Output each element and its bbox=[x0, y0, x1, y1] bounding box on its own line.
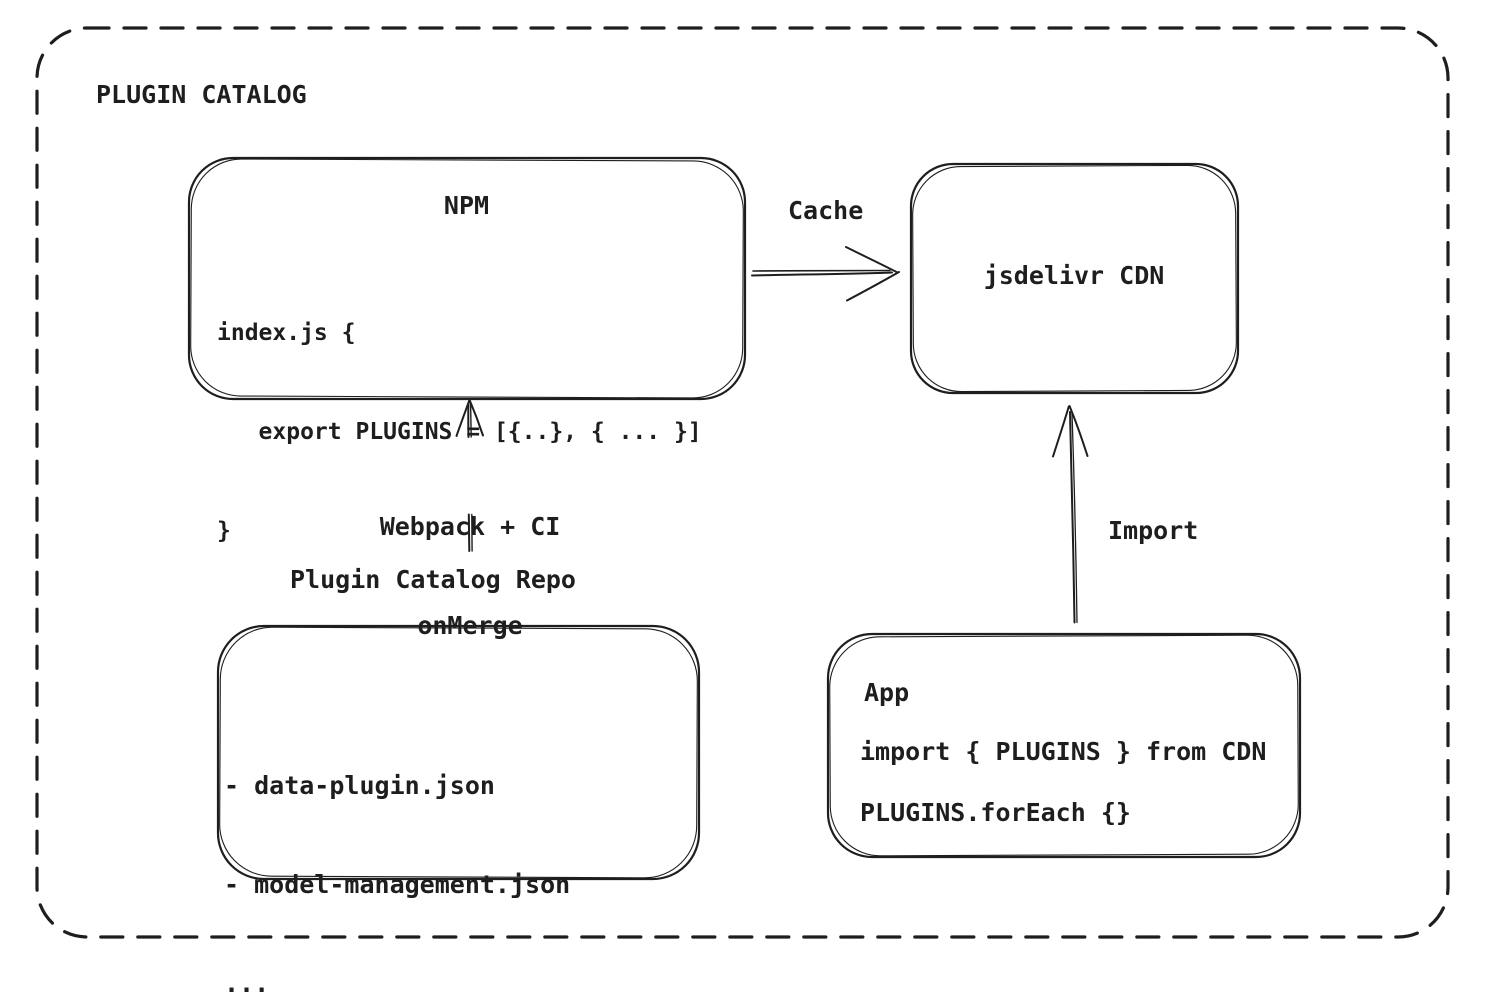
import-arrow-label: Import bbox=[1108, 516, 1199, 545]
npm-box-title: NPM bbox=[443, 191, 490, 220]
npm-box-outline bbox=[187, 156, 747, 401]
repo-box bbox=[216, 624, 701, 881]
repo-file-list: - data-plugin.json - model-management.js… bbox=[224, 703, 570, 1002]
npm-code-line: index.js { bbox=[217, 320, 356, 346]
app-box-overdraw bbox=[829, 634, 1299, 857]
diagram-title: PLUGIN CATALOG bbox=[96, 80, 307, 109]
repo-file-item: ... bbox=[224, 969, 270, 998]
build-arrow bbox=[455, 399, 484, 438]
app-box-title: App bbox=[864, 678, 910, 707]
repo-box-outline bbox=[216, 624, 701, 881]
npm-box bbox=[187, 156, 747, 401]
build-arrow-label: Webpack + CI onMerge bbox=[339, 444, 601, 708]
build-arrow-tail bbox=[467, 513, 473, 552]
build-arrow-label-line: onMerge bbox=[417, 611, 523, 640]
cdn-box-label: jsdelivr CDN bbox=[983, 261, 1165, 290]
repo-box-label: Plugin Catalog Repo bbox=[290, 565, 576, 594]
repo-box-overdraw bbox=[219, 626, 698, 879]
repo-file-item: - data-plugin.json bbox=[224, 771, 495, 800]
npm-code-line: } bbox=[217, 518, 231, 544]
catalog-boundary-box bbox=[35, 26, 1450, 939]
cache-arrow-label: Cache bbox=[788, 196, 864, 225]
build-arrow-label-line: Webpack + CI bbox=[379, 512, 561, 541]
app-box-outline bbox=[826, 632, 1302, 859]
npm-box-overdraw bbox=[190, 158, 744, 399]
cache-arrow bbox=[751, 246, 900, 302]
npm-code-block: index.js { export PLUGINS = [{..}, { ...… bbox=[217, 251, 702, 614]
import-arrow bbox=[1052, 405, 1089, 624]
app-code-line: PLUGINS.forEach {} bbox=[860, 798, 1131, 827]
npm-code-line: export PLUGINS = [{..}, { ... }] bbox=[217, 419, 702, 445]
cdn-box-overdraw bbox=[912, 164, 1237, 393]
cdn-box bbox=[909, 162, 1240, 395]
app-box bbox=[826, 632, 1302, 859]
cdn-box-outline bbox=[909, 162, 1240, 395]
repo-file-item: - model-management.json bbox=[224, 870, 571, 899]
app-code-line: import { PLUGINS } from CDN bbox=[860, 737, 1267, 766]
